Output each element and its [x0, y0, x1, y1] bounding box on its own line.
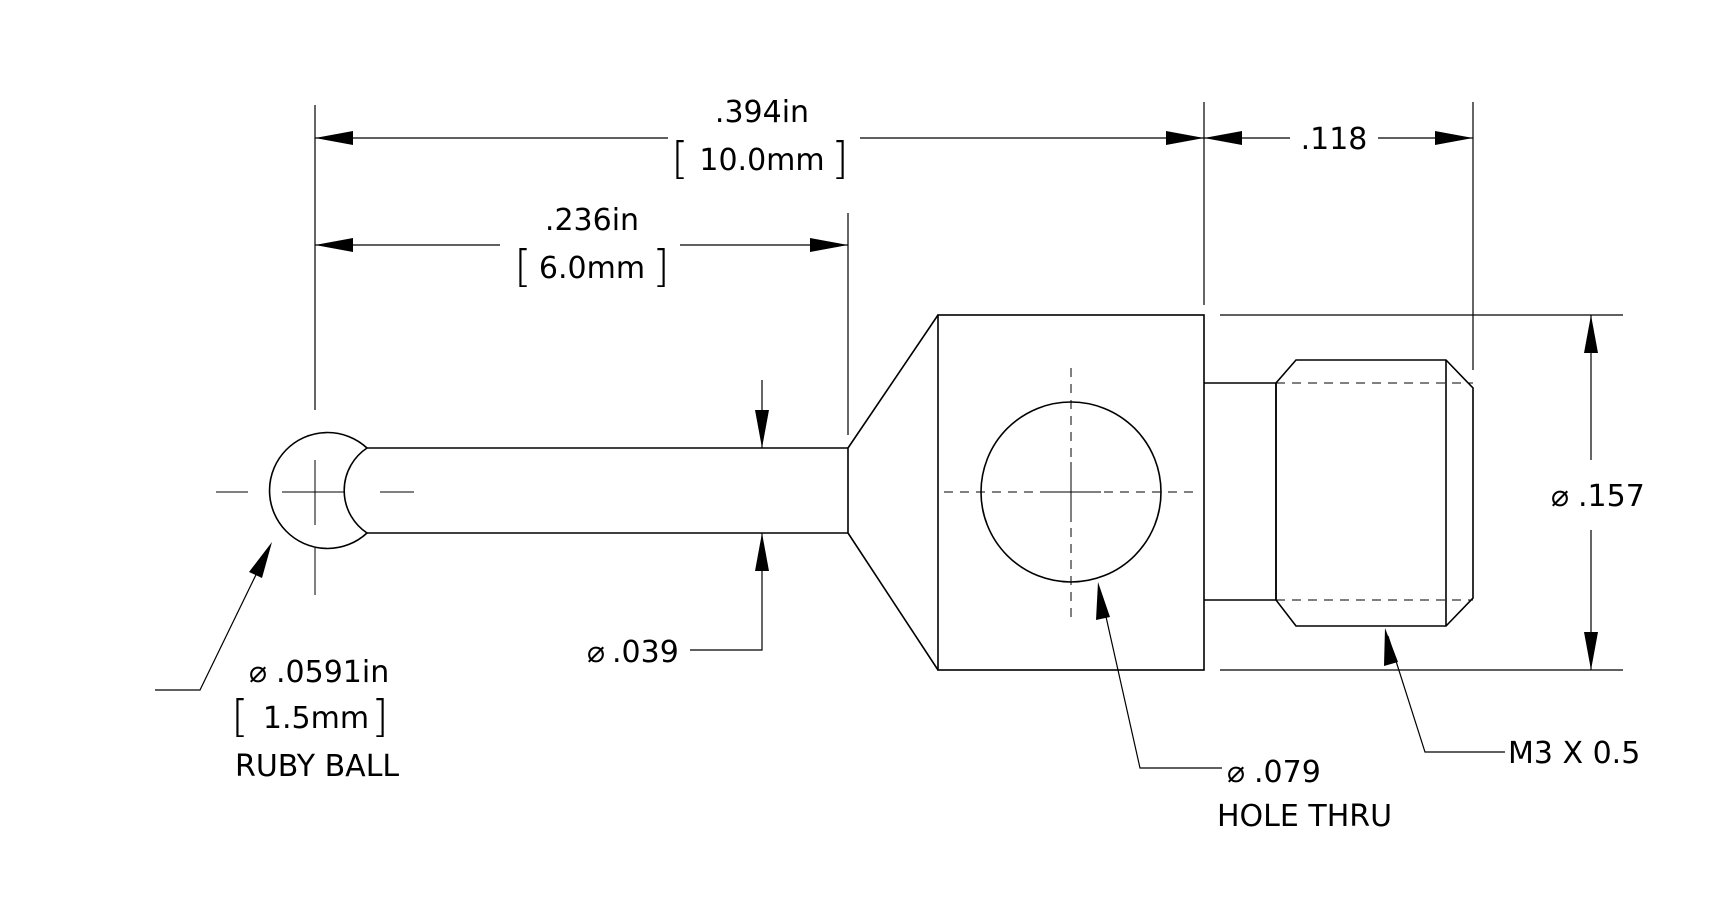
- dim-thread-length: .118: [1204, 122, 1473, 157]
- callout-hole: ⌀ .079 HOLE THRU: [1096, 582, 1392, 834]
- dim-thread-diameter: ⌀ .157: [1551, 315, 1645, 670]
- dim-stem-diameter: ⌀ .039: [587, 380, 769, 670]
- part-outline: [268, 314, 1474, 671]
- thread-length: .118: [1301, 122, 1368, 157]
- hole-diameter: .079: [1254, 755, 1321, 790]
- dim-overall-length: .394in [ 10.0mm ]: [315, 95, 1204, 184]
- stem-diameter: .039: [612, 635, 679, 670]
- ball-diameter-symbol: ⌀: [249, 655, 267, 690]
- ruby-ball: [268, 431, 369, 550]
- extension-lines: [314, 102, 1623, 671]
- dim-ball-to-cone: .236in [ 6.0mm ]: [315, 203, 848, 292]
- overall-length-mm: 10.0mm: [699, 143, 824, 178]
- stem: [367, 447, 848, 534]
- center-lines: [216, 368, 1198, 620]
- thread-diameter: .157: [1578, 479, 1645, 514]
- ball-diameter-mm: 1.5mm: [263, 701, 369, 736]
- ball-note: RUBY BALL: [235, 749, 399, 784]
- ball-to-cone-in: .236in: [545, 203, 639, 238]
- thread-diameter-symbol: ⌀: [1551, 479, 1569, 514]
- bracket-open: [: [514, 241, 531, 292]
- bracket-close: ]: [652, 241, 669, 292]
- thread-section: [1275, 359, 1474, 627]
- hole-note: HOLE THRU: [1217, 799, 1392, 834]
- bracket-open: [: [671, 133, 688, 184]
- hole-diameter-symbol: ⌀: [1227, 755, 1245, 790]
- cone: [847, 314, 939, 671]
- callout-thread: M3 X 0.5: [1384, 628, 1640, 771]
- bracket-open: [: [231, 691, 248, 742]
- hole-center-cross: [1041, 462, 1101, 522]
- thread-callout: M3 X 0.5: [1508, 736, 1640, 771]
- thread-minor-lines: [1276, 382, 1473, 601]
- body-block: [937, 314, 1205, 671]
- bracket-close: ]: [371, 691, 388, 742]
- neck: [1204, 382, 1276, 601]
- overall-length-in: .394in: [715, 95, 809, 130]
- callout-ruby-ball: ⌀ .0591in [ 1.5mm ] RUBY BALL: [155, 542, 399, 784]
- stem-diameter-symbol: ⌀: [587, 635, 605, 670]
- ball-diameter-in: .0591in: [276, 655, 389, 690]
- bracket-close: ]: [831, 133, 848, 184]
- ball-to-cone-mm: 6.0mm: [539, 251, 645, 286]
